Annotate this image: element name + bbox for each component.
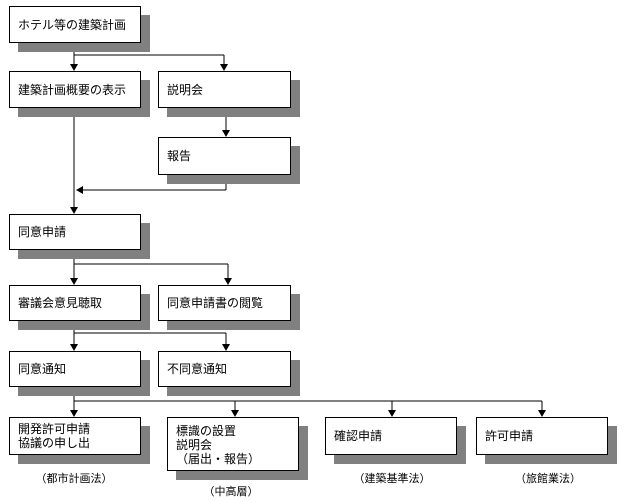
node-council-hearing: 審議会意見聴取 (9, 285, 141, 321)
arrowhead (224, 278, 232, 285)
node-building-plan-outline: 建築計画概要の表示 (9, 71, 141, 108)
arrowhead (76, 186, 83, 194)
node-application-inspection: 同意申請書の閲覧 (158, 285, 291, 321)
node-hotel-building-plan: ホテル等の建築計画 (9, 6, 141, 43)
arrowhead (231, 410, 239, 417)
arrowhead (70, 207, 78, 214)
arrowhead (538, 410, 546, 417)
arrowhead (388, 410, 396, 417)
note-urban-planning-law: （都市計画法） (35, 472, 113, 485)
arrowhead (220, 64, 228, 71)
node-report: 報告 (158, 137, 291, 175)
node-sign-installation: 標識の設置 説明会 （届出・報告） (167, 417, 299, 471)
arrowhead (70, 64, 78, 71)
node-confirmation-application: 確認申請 (325, 417, 457, 455)
node-development-permit: 開発許可申請 協議の申し出 (9, 417, 141, 455)
arrowhead (70, 344, 78, 351)
node-consent-application: 同意申請 (9, 214, 141, 250)
node-non-consent-notice: 不同意通知 (158, 351, 291, 387)
node-briefing-session: 説明会 (158, 71, 291, 108)
node-consent-notice: 同意通知 (9, 351, 141, 387)
arrowhead (70, 278, 78, 285)
note-inn-business-law: （旅館業法） (515, 472, 581, 485)
note-building-standards-law: （建築基準法） (353, 472, 431, 485)
arrowhead (70, 410, 78, 417)
node-permit-application: 許可申請 (476, 417, 608, 455)
arrowhead (222, 130, 230, 137)
arrowhead (222, 344, 230, 351)
note-mid-high-rise: （中高層） (203, 485, 259, 498)
